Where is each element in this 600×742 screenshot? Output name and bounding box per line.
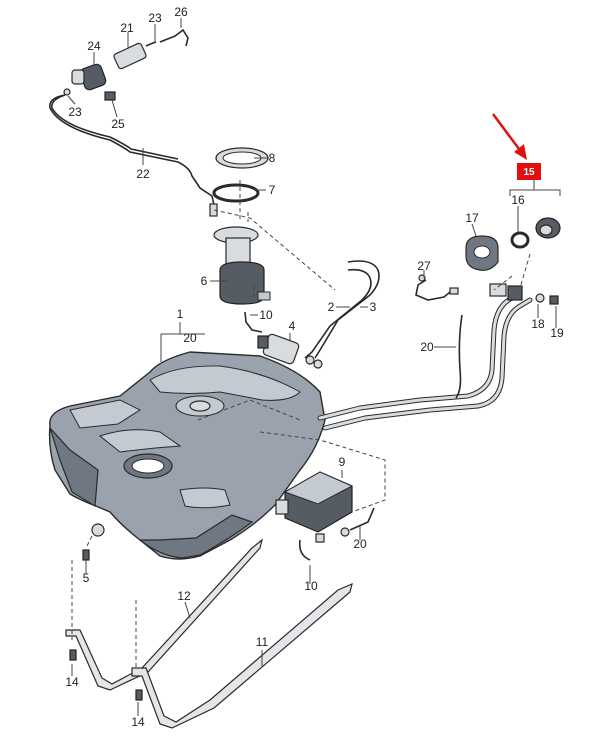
callout-6[interactable]: 6 bbox=[201, 274, 208, 288]
callout-9[interactable]: 9 bbox=[339, 455, 346, 469]
callout-11[interactable]: 11 bbox=[256, 635, 269, 649]
highlight-callout-15[interactable]: 15 bbox=[517, 163, 541, 180]
filler-neck-pipe bbox=[317, 283, 533, 431]
guide-lines bbox=[71, 180, 531, 670]
leader-lines bbox=[67, 18, 561, 716]
fuel-lines bbox=[304, 260, 380, 369]
callout-23-bottom[interactable]: 23 bbox=[68, 105, 82, 119]
callout-19[interactable]: 19 bbox=[550, 326, 564, 340]
filler-cap-parts bbox=[415, 217, 561, 305]
fuel-filter-assembly bbox=[48, 28, 218, 217]
callout-10-lower[interactable]: 10 bbox=[304, 579, 318, 593]
inline-filter bbox=[244, 311, 300, 365]
callout-21[interactable]: 21 bbox=[120, 21, 134, 35]
callout-7[interactable]: 7 bbox=[269, 183, 276, 197]
callout-14-right[interactable]: 14 bbox=[131, 715, 145, 729]
callout-8[interactable]: 8 bbox=[269, 151, 276, 165]
callout-26[interactable]: 26 bbox=[174, 5, 188, 19]
carbon-canister bbox=[275, 471, 375, 561]
callout-20-bottom[interactable]: 20 bbox=[353, 537, 367, 551]
callout-17[interactable]: 17 bbox=[465, 211, 479, 225]
callout-22[interactable]: 22 bbox=[136, 167, 150, 181]
highlight-arrow bbox=[491, 113, 527, 160]
callout-5[interactable]: 5 bbox=[83, 571, 90, 585]
callout-1[interactable]: 1 bbox=[177, 307, 184, 321]
callout-16[interactable]: 16 bbox=[511, 193, 525, 207]
fuel-pump-module bbox=[212, 147, 271, 305]
callout-2[interactable]: 2 bbox=[328, 300, 335, 314]
callout-10-upper[interactable]: 10 bbox=[259, 308, 273, 322]
callout-23-top[interactable]: 23 bbox=[148, 11, 162, 25]
callout-labels: 26 23 21 24 23 25 22 8 7 6 10 4 2 3 1 20… bbox=[65, 5, 564, 729]
callout-27[interactable]: 27 bbox=[417, 259, 431, 273]
fuel-tank bbox=[48, 351, 326, 560]
callout-14-left[interactable]: 14 bbox=[65, 675, 79, 689]
callout-3[interactable]: 3 bbox=[370, 300, 377, 314]
callout-12[interactable]: 12 bbox=[177, 589, 191, 603]
callout-24[interactable]: 24 bbox=[87, 39, 101, 53]
callout-18[interactable]: 18 bbox=[531, 317, 545, 331]
callout-25[interactable]: 25 bbox=[111, 117, 125, 131]
callout-4[interactable]: 4 bbox=[289, 319, 296, 333]
callout-20-right[interactable]: 20 bbox=[420, 340, 434, 354]
tank-straps bbox=[65, 538, 353, 729]
callout-20-left[interactable]: 20 bbox=[183, 331, 197, 345]
callout-15-label: 15 bbox=[523, 167, 535, 178]
